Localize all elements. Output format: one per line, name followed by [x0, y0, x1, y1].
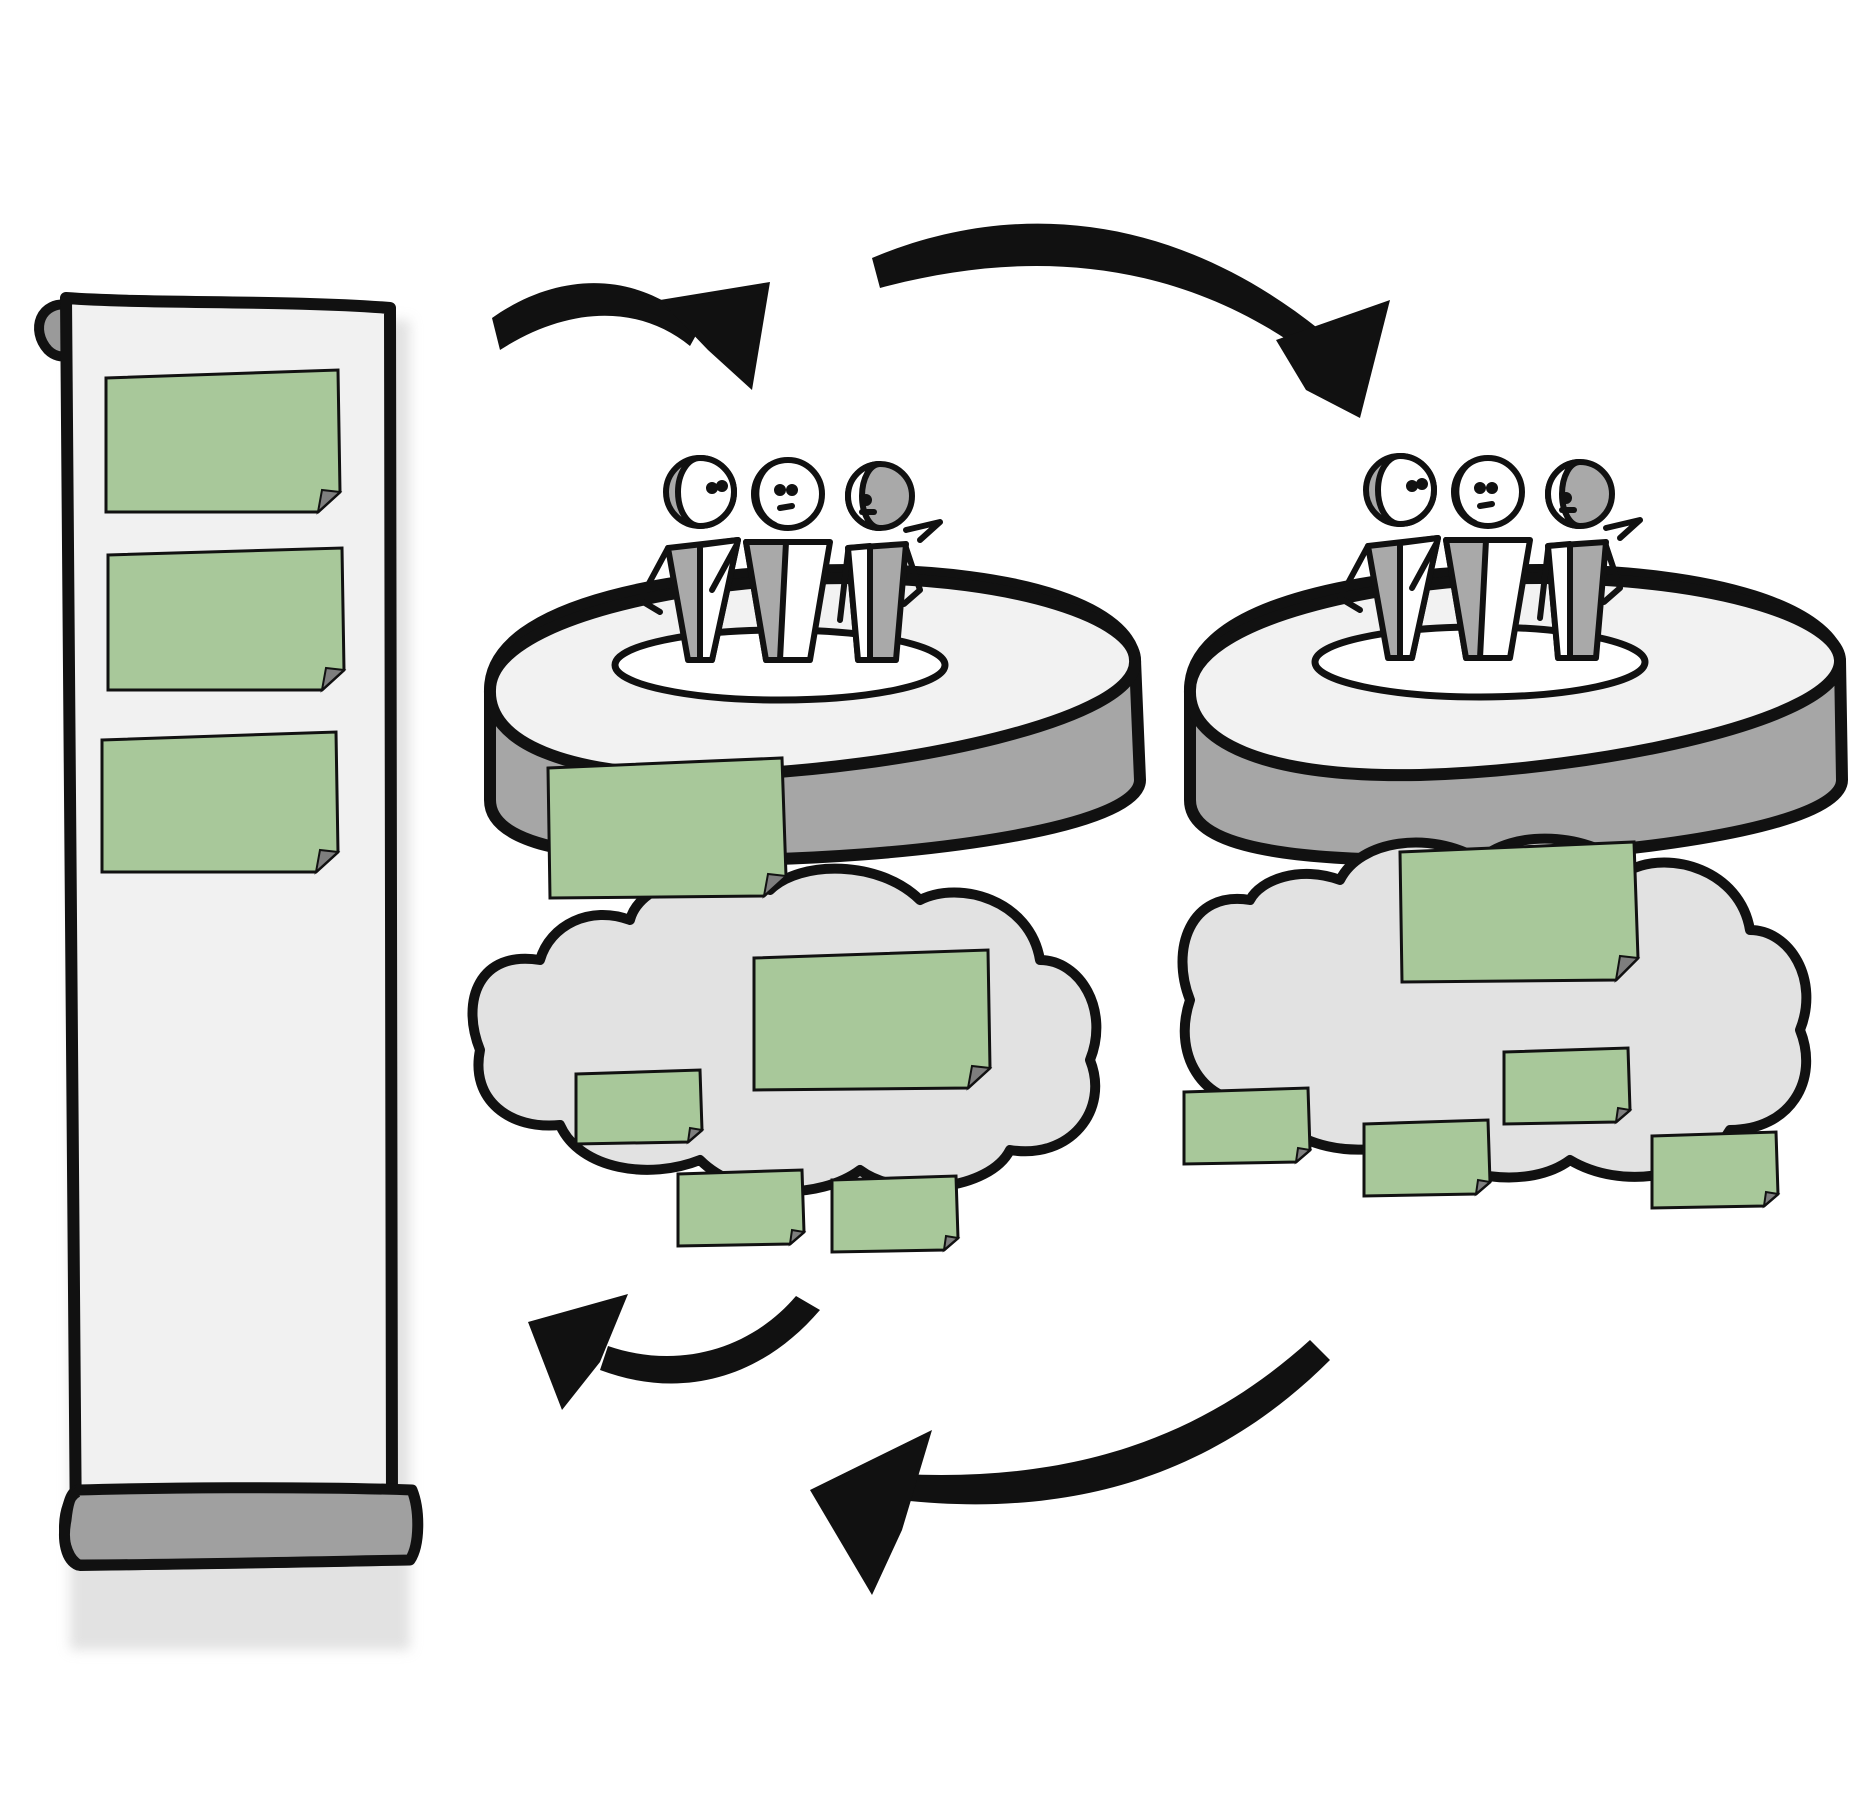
- person-icon: [1337, 453, 1441, 661]
- team-a-note-large-1: [546, 756, 789, 900]
- person-icon: [1443, 455, 1533, 661]
- scroll-bottom-roll: [59, 1482, 424, 1571]
- person-icon: [637, 455, 741, 663]
- team-a-people: [637, 455, 943, 663]
- arrows: [492, 223, 1390, 1595]
- arrow-icon: [810, 1340, 1330, 1595]
- team-b-note-small-3: [1502, 1046, 1633, 1126]
- scroll-note-2: [106, 546, 347, 693]
- scroll-note-3: [100, 730, 341, 875]
- sticky-notes: [100, 368, 1781, 1254]
- person-icon: [1537, 459, 1643, 661]
- team-b-note-small-4: [1650, 1130, 1781, 1210]
- team-b-note-small-2: [1362, 1118, 1493, 1198]
- arrow-icon: [872, 223, 1390, 418]
- scroll-note-1: [104, 368, 343, 515]
- person-icon: [837, 461, 943, 663]
- person-icon: [743, 457, 833, 663]
- team-b-people: [1337, 453, 1643, 661]
- team-b-note-large-1: [1398, 840, 1641, 984]
- arrow-icon: [492, 282, 770, 390]
- team-a-note-small-2: [676, 1168, 807, 1248]
- team-a-note-large-2: [752, 948, 993, 1092]
- team-b-note-small-1: [1182, 1086, 1313, 1166]
- arrow-icon: [528, 1294, 820, 1410]
- team-a-note-small-3: [830, 1174, 961, 1254]
- team-a-note-small-1: [574, 1068, 705, 1146]
